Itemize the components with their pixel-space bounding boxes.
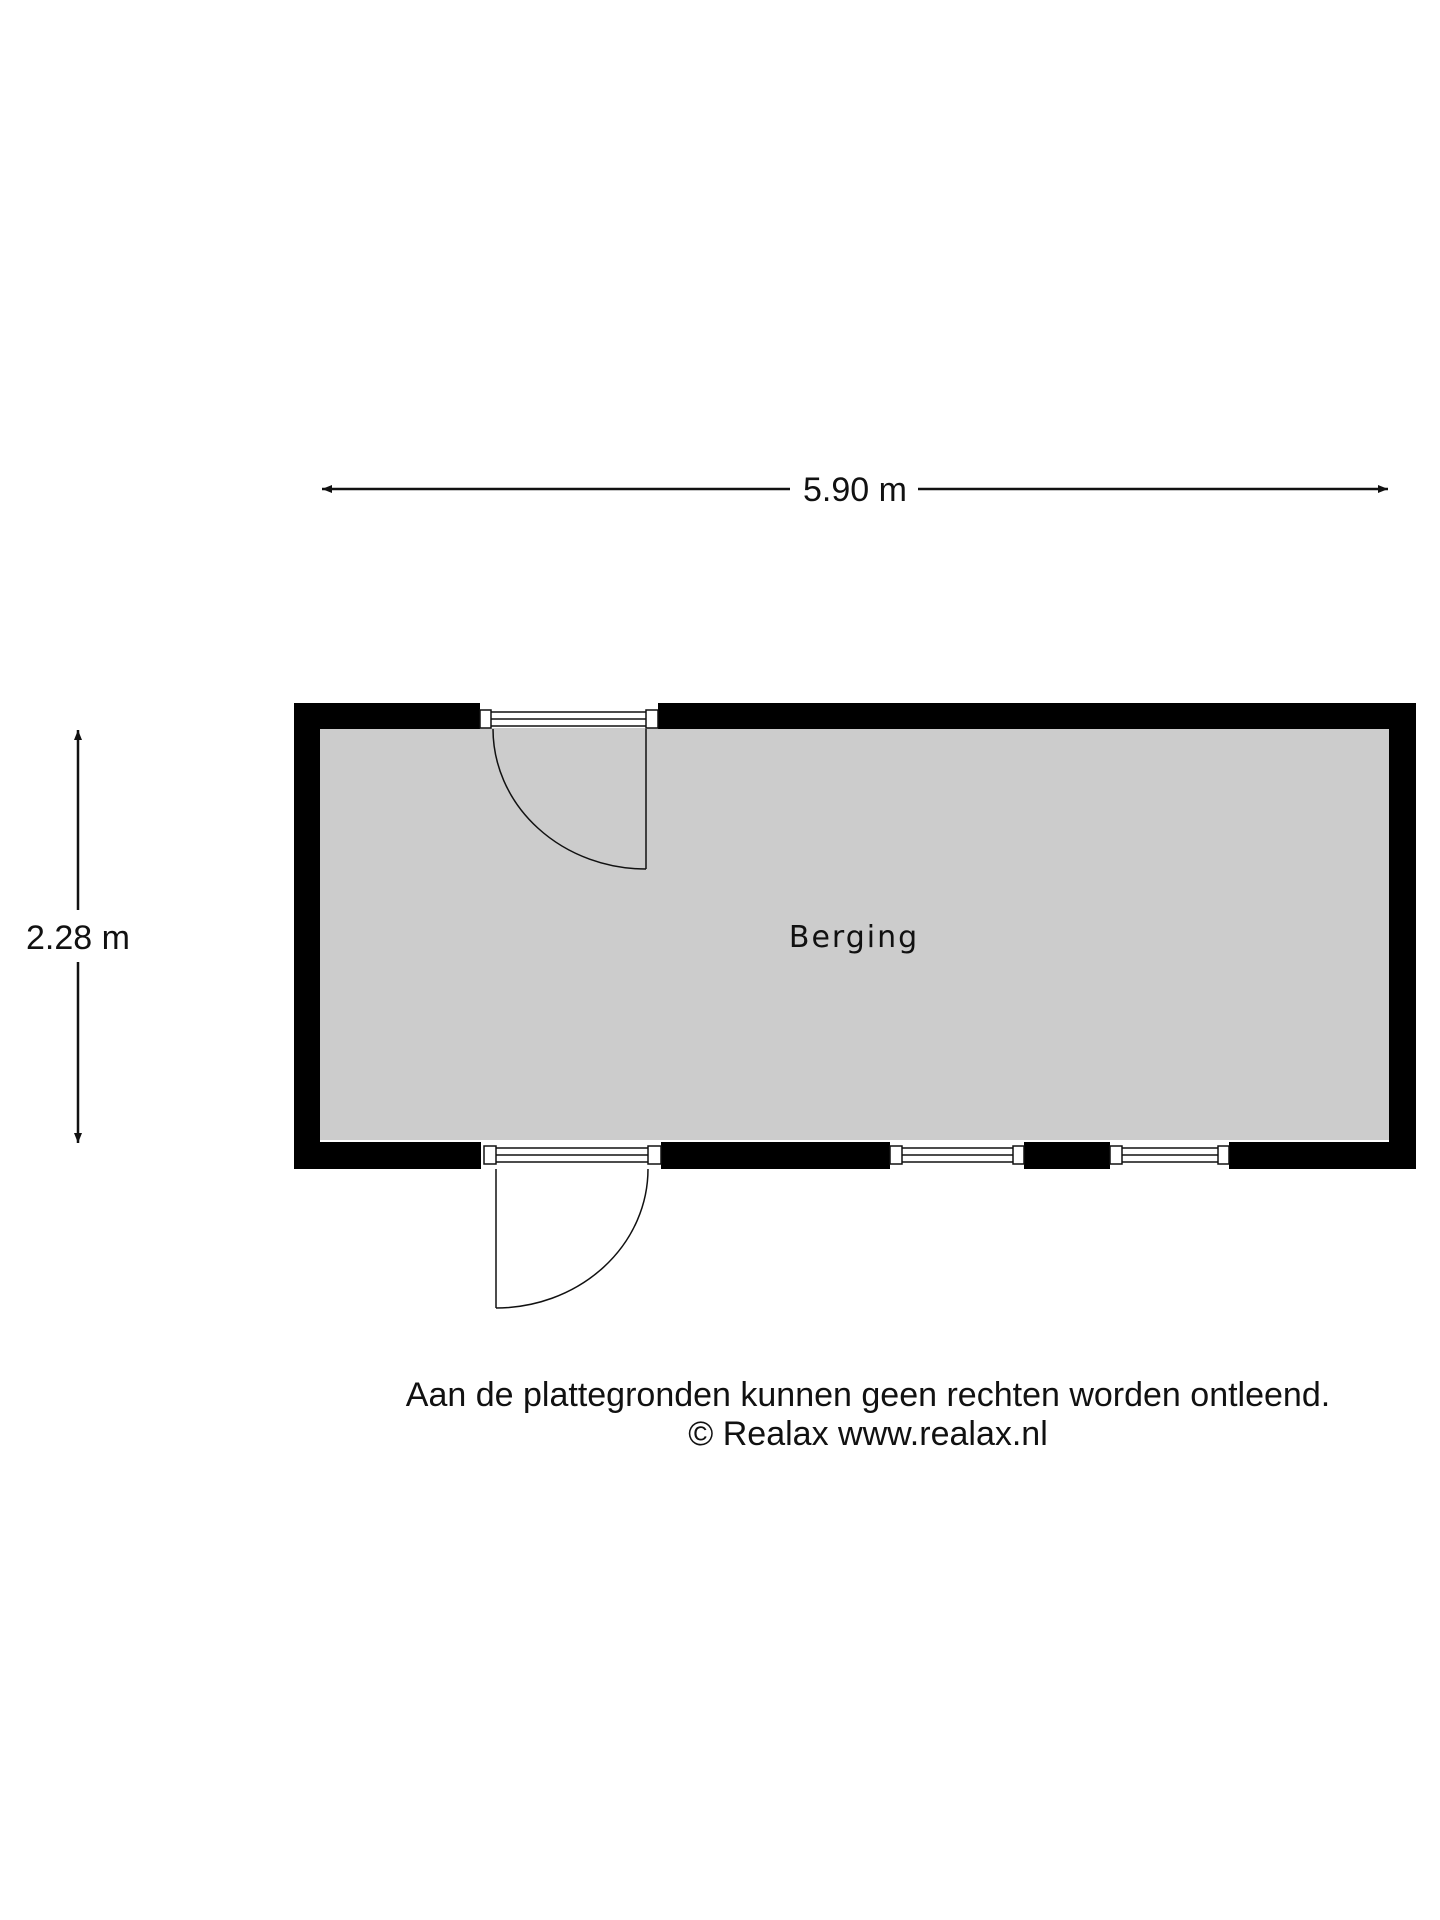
width-dimension: 5.90 m xyxy=(322,471,1388,509)
bottom-door-frame xyxy=(483,1145,662,1165)
bottom-door-jamb-right xyxy=(647,1145,662,1165)
bottom-door xyxy=(495,1168,649,1309)
wall-top-left xyxy=(294,703,480,729)
copyright-text: © Realax www.realax.nl xyxy=(688,1415,1048,1453)
disclaimer-text: Aan de plattegronden kunnen geen rechten… xyxy=(406,1376,1330,1414)
bottom-door-swing-arc xyxy=(495,1168,649,1309)
wall-left xyxy=(294,703,320,1169)
height-dimension: 2.28 m xyxy=(26,730,130,1143)
bottom-window-1-jamb-left xyxy=(889,1145,903,1165)
room-floor xyxy=(320,728,1390,1140)
width-dimension-label: 5.90 m xyxy=(803,471,907,509)
room-label-berging: Berging xyxy=(789,920,919,955)
bottom-window-2 xyxy=(1109,1145,1230,1165)
top-door-swing-arc xyxy=(492,728,647,870)
top-door-jamb-right xyxy=(645,709,659,729)
top-door-frame xyxy=(479,709,659,729)
height-dimension-label: 2.28 m xyxy=(26,919,130,957)
bottom-window-2-jamb-left xyxy=(1109,1145,1123,1165)
bottom-window-2-jamb-right xyxy=(1217,1145,1230,1165)
wall-bottom-right xyxy=(1229,1142,1416,1169)
wall-bottom-pillar xyxy=(1024,1142,1110,1169)
wall-bottom-mid xyxy=(661,1142,890,1169)
wall-right xyxy=(1389,703,1416,1169)
wall-bottom-left xyxy=(294,1142,481,1169)
bottom-window-1-jamb-right xyxy=(1012,1145,1025,1165)
wall-top-right xyxy=(658,703,1416,729)
bottom-window-1 xyxy=(889,1145,1025,1165)
top-door xyxy=(492,728,647,870)
bottom-door-jamb-left xyxy=(483,1145,497,1165)
walls xyxy=(294,703,1416,1169)
top-door-jamb-left xyxy=(479,709,492,729)
